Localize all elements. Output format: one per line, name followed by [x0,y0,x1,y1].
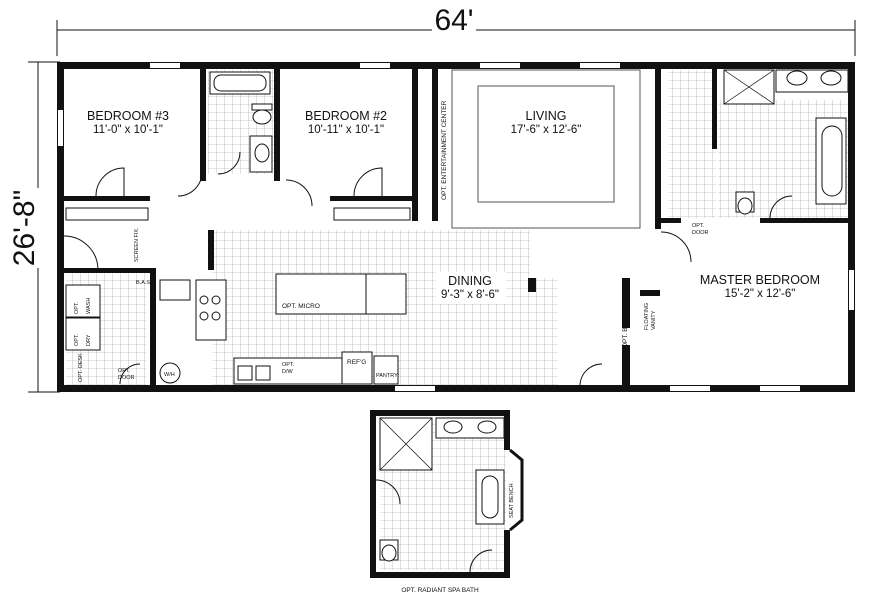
depth-label: 26'-8" [8,190,41,266]
dining-label-bg [436,272,506,304]
opt-door-left-1: OPT. [118,368,131,374]
bedroom3-size: 11'-0" x 10'-1" [93,124,163,136]
dining-name: DINING [448,274,492,288]
living-size: 17'-6" x 12'-6" [511,124,582,136]
pantry-label: PANTRY [376,373,398,379]
dry-opt-label: OPT. [74,333,80,346]
master-name: MASTER BEDROOM [700,273,820,287]
spa-title: OPT. RADIANT SPA BATH [401,587,479,594]
opt-door-left-2: DOOR [118,375,135,381]
bedroom2-name: BEDROOM #2 [305,109,387,123]
depth-dimension: 26'-8" [8,61,60,393]
desk-label: OPT. DESK [78,353,84,382]
doors [63,151,793,387]
bedroom3-name: BEDROOM #3 [87,109,169,123]
width-dimension: 64' [56,4,856,56]
interior-walls [64,69,848,386]
micro-label: OPT. MICRO [282,303,320,310]
barn-door-label: OPT. BARN DOOR [622,292,629,348]
opt-door-bath-2: DOOR [692,230,709,236]
bas-label: B.A.S. [136,280,152,286]
opt-door-bath-1: OPT. [692,223,705,229]
wh-label: W/H [164,372,175,378]
dry-label: DRY [86,334,92,346]
exterior-walls [57,62,855,392]
room-labels: BEDROOM #3 11'-0" x 10'-1" BEDROOM #2 10… [87,109,820,304]
living-ceiling [451,69,641,229]
vanity-label-1: FLOATING [644,303,650,330]
tile-floors [66,70,848,570]
wash-opt-label: OPT. [74,301,80,314]
wash-label: WASH [86,298,92,314]
spa-bath-option: SEAT BENCH OPT. RADIANT SPA BATH [370,410,524,594]
dining-size: 9'-3" x 8'-6" [441,289,499,301]
master-size: 15'-2" x 12'-6" [725,288,796,300]
entertainment-label: OPT. ENTERTAINMENT CENTER [441,100,448,200]
refg-label: REF'G [347,359,366,366]
spa-seat-label: SEAT BENCH [509,483,515,518]
width-label: 64' [434,4,473,37]
fixed-label: SCREEN FIX. [134,227,140,262]
living-name: LIVING [526,109,567,123]
fixtures [65,69,849,385]
dw-label: D/W [282,369,294,375]
dw-opt-label: OPT. [282,362,295,368]
vanity-label-2: VANITY [651,310,657,330]
bedroom2-size: 10'-11" x 10'-1" [308,124,384,136]
fixture-labels: OPT. ENTERTAINMENT CENTER OPT. MICRO REF… [74,100,709,382]
